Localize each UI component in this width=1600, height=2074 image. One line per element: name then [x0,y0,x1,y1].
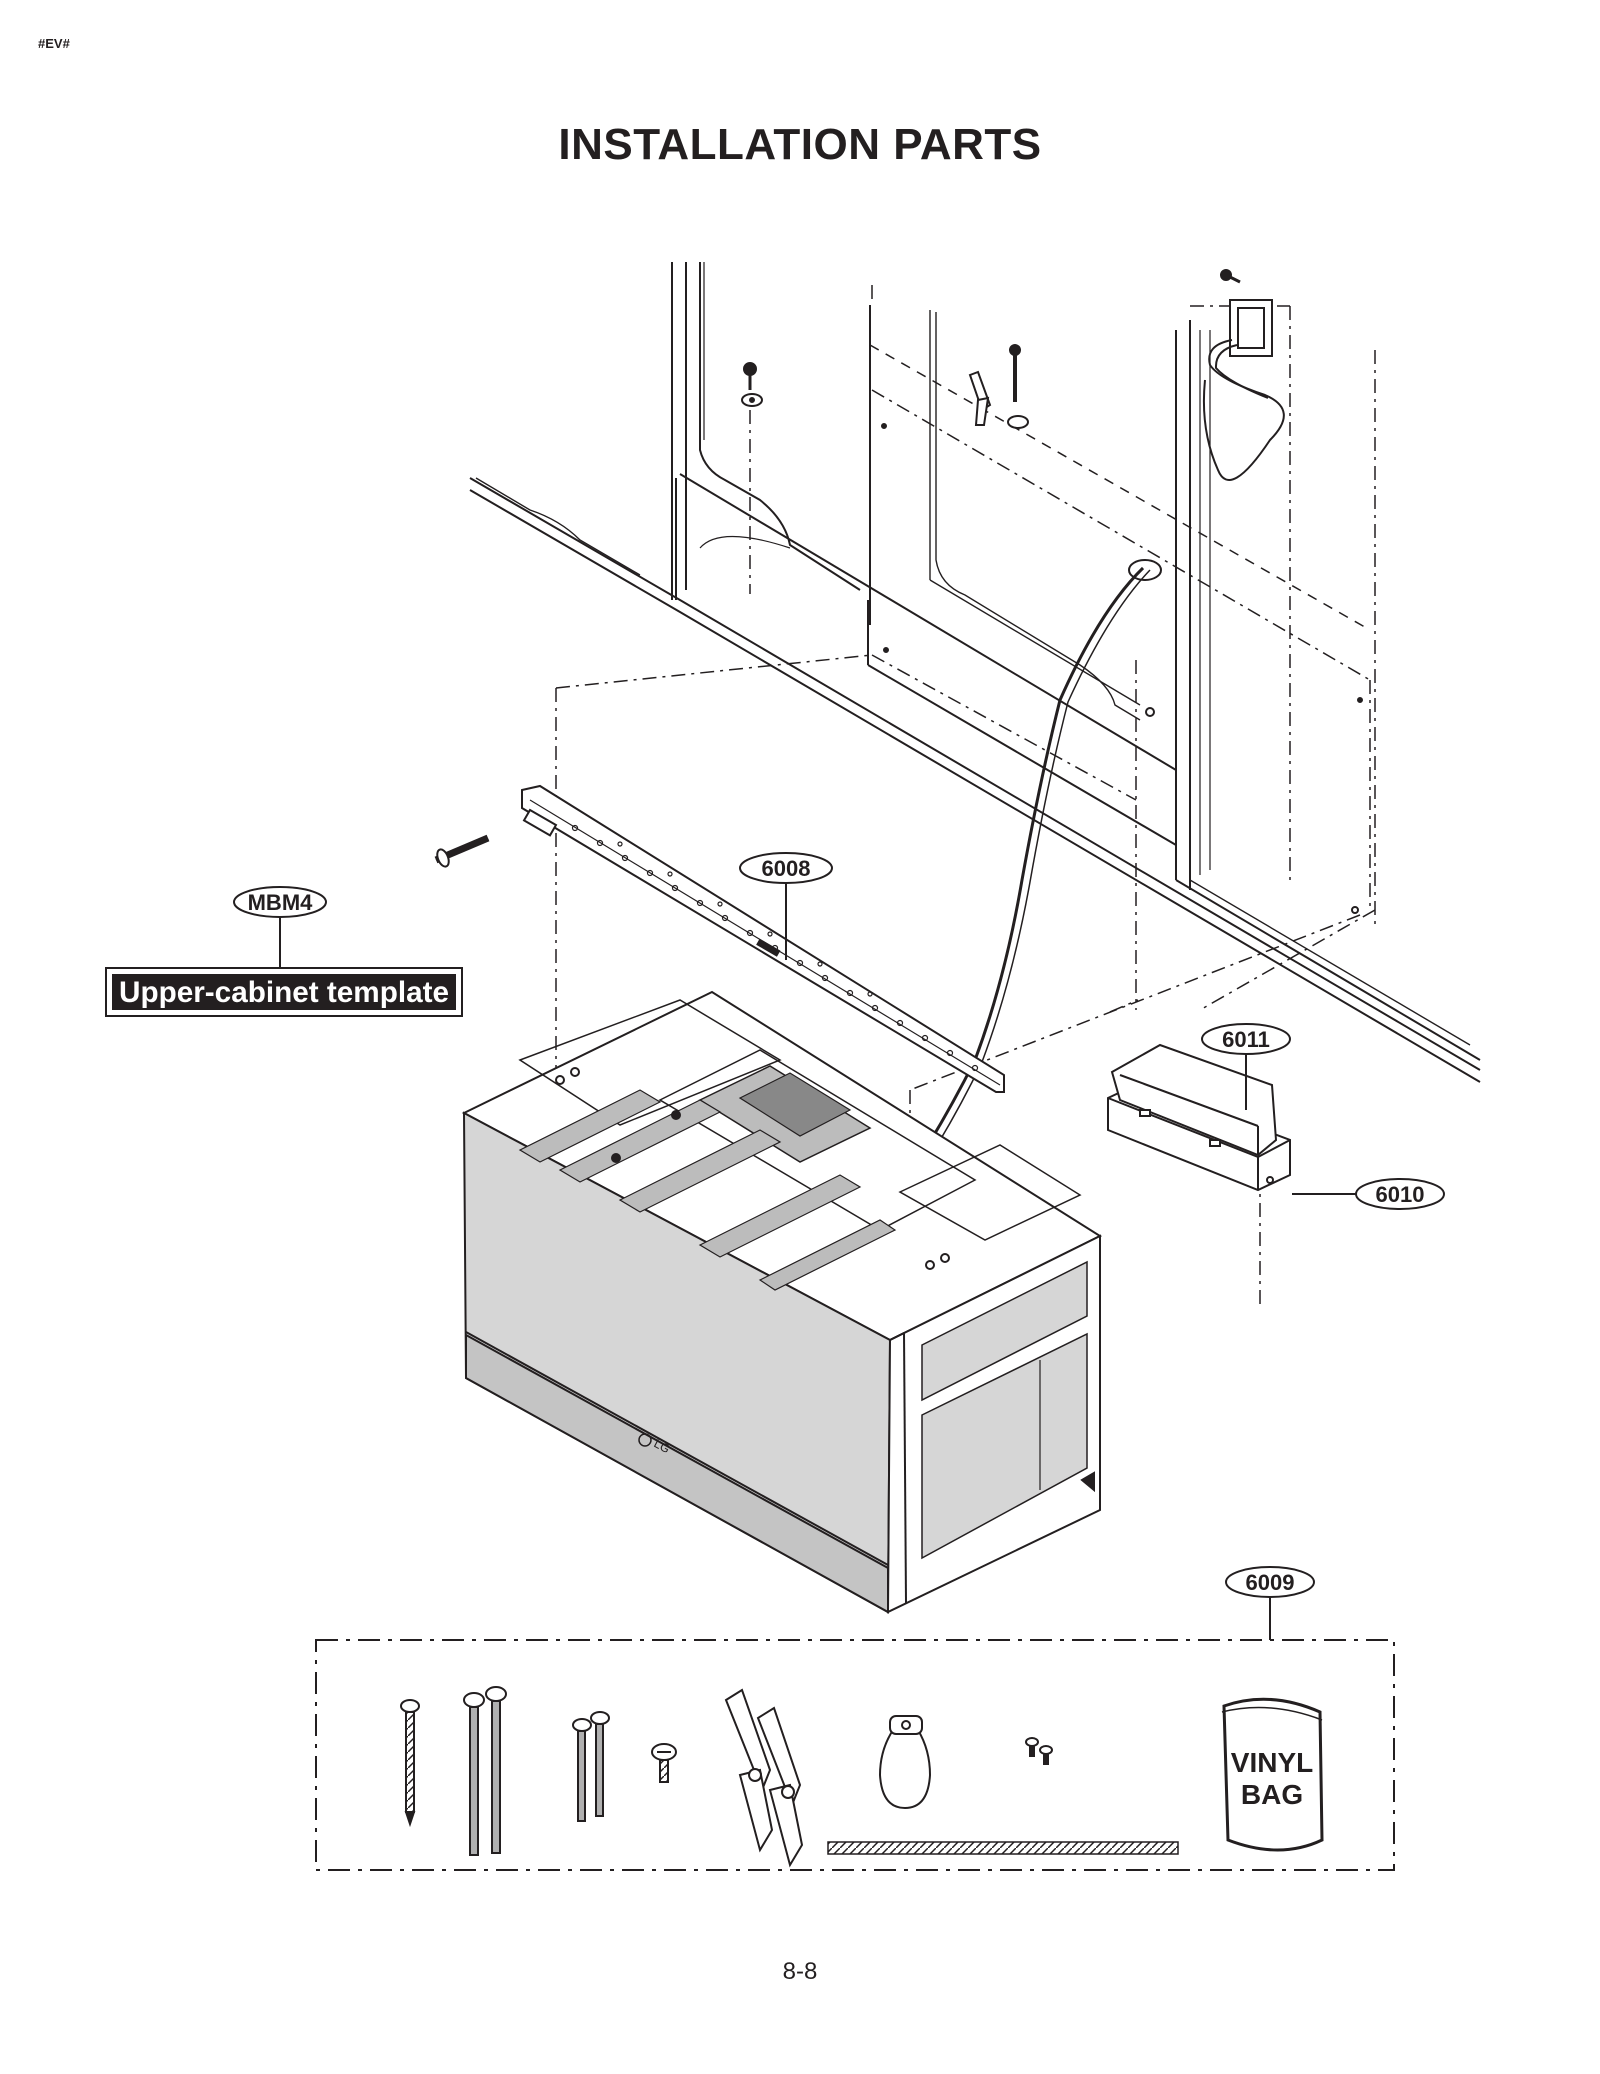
microwave-oven: LG [461,990,1103,1614]
upper-cabinets [469,262,1481,1083]
mounting-plate [521,784,1005,1093]
hardware-kit: VINYL BAG [315,1639,1395,1871]
medium-bolts [572,1711,610,1822]
vinyl-bag: VINYL BAG [1221,1697,1324,1852]
callout-6009: 6009 [1225,1566,1315,1640]
toggle-wings [724,1688,804,1868]
page-title: INSTALLATION PARTS [558,120,1042,169]
callout-6011: 6011 [1201,1023,1291,1110]
svg-text:LG: LG [652,1436,673,1456]
exhaust-adapter [1107,1043,1291,1192]
vinyl-bag-line1: VINYL [1231,1747,1313,1778]
wood-screw [400,1699,420,1828]
callout-6008: 6008 [739,852,833,960]
lag-screw [434,834,490,868]
callout-mbm4-label: MBM4 [248,890,314,915]
upper-cabinet-template-label: Upper-cabinet template [105,967,463,1017]
long-bolts [463,1686,507,1856]
vinyl-bag-line2: BAG [1241,1779,1303,1810]
callout-6010-label: 6010 [1376,1182,1425,1207]
callout-6010: 6010 [1292,1178,1445,1210]
template-label-text: Upper-cabinet template [119,976,449,1009]
tiny-screws [1025,1737,1053,1765]
callout-mbm4: MBM4 [233,886,327,970]
cabinet-hardware [741,344,1363,914]
cable-clamp [878,1715,932,1810]
callout-6011-label: 6011 [1222,1027,1270,1052]
small-screw [651,1743,677,1783]
callout-6009-label: 6009 [1246,1570,1295,1595]
document-code: #EV# [38,36,70,51]
callout-6008-label: 6008 [762,856,811,881]
coil-spring [827,1841,1179,1855]
power-cord [893,269,1285,1175]
page-number: 8-8 [782,1958,818,1985]
